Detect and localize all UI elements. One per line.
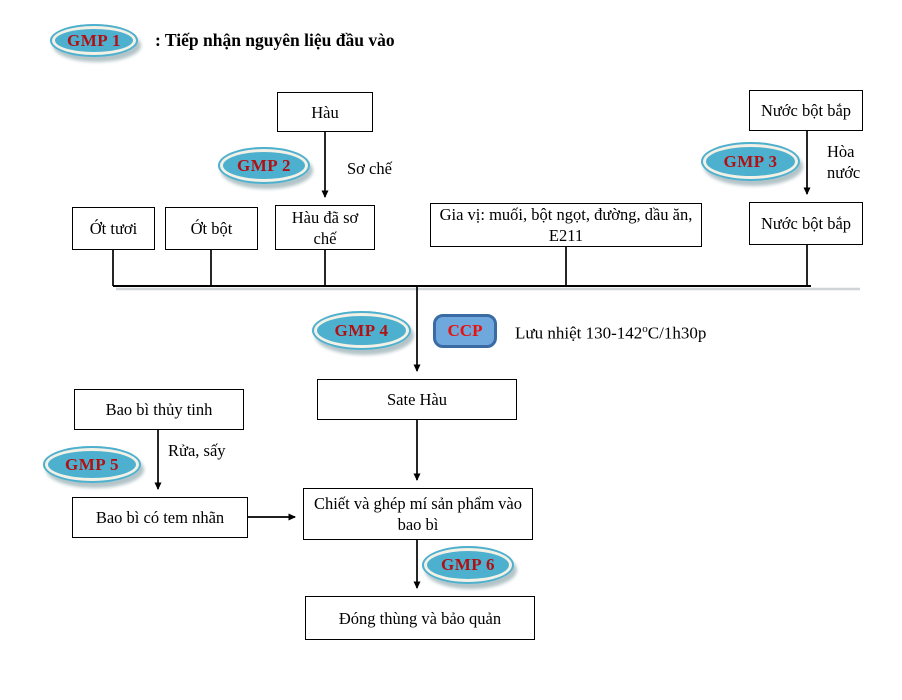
process-box-ot-bot: Ớt bột bbox=[165, 207, 258, 250]
edge-label-hoa-nuoc: Hòa nước bbox=[827, 142, 861, 182]
gmp1-badge: GMP 1 bbox=[50, 24, 138, 57]
edge-label-rua-say: Rửa, sấy bbox=[168, 441, 226, 460]
process-box-dong-thung: Đóng thùng và bảo quản bbox=[305, 596, 535, 640]
gmp4-badge: GMP 4 bbox=[312, 311, 411, 350]
process-box-nuoc-bot-bap-bottom: Nước bột bắp bbox=[749, 202, 863, 245]
process-box-hau-da-so-che: Hàu đã sơ chế bbox=[275, 205, 375, 250]
process-box-ot-tuoi: Ớt tươi bbox=[72, 207, 155, 250]
gmp5-badge: GMP 5 bbox=[43, 446, 141, 483]
degree-symbol: o bbox=[642, 323, 648, 335]
gmp6-badge: GMP 6 bbox=[422, 546, 514, 584]
process-box-gia-vi: Gia vị: muối, bột ngọt, đường, dầu ăn, E… bbox=[430, 203, 702, 247]
gmp3-badge: GMP 3 bbox=[701, 142, 800, 181]
process-box-sate-hau: Sate Hàu bbox=[317, 379, 517, 420]
process-box-bao-bi-co-tem-nhan: Bao bì có tem nhãn bbox=[72, 497, 248, 538]
process-box-hau: Hàu bbox=[277, 92, 373, 132]
process-box-bao-bi-thuy-tinh: Bao bì thủy tinh bbox=[74, 389, 244, 430]
page-title: : Tiếp nhận nguyên liệu đầu vào bbox=[155, 30, 395, 50]
edge-label-luu-nhiet: Lưu nhiệt 130-142oC/1h30p bbox=[515, 319, 706, 344]
luu-nhiet-suffix: C/1h30p bbox=[647, 323, 707, 343]
process-box-nuoc-bot-bap-top: Nước bột bắp bbox=[749, 90, 863, 131]
edge-label-so-che: Sơ chế bbox=[347, 159, 392, 178]
ccp-badge: CCP bbox=[433, 314, 497, 348]
gmp2-badge: GMP 2 bbox=[218, 147, 310, 184]
luu-nhiet-prefix: Lưu nhiệt 130-142 bbox=[515, 323, 643, 343]
process-box-chiet-va-ghep-mi: Chiết và ghép mí sản phẩm vào bao bì bbox=[303, 488, 533, 540]
